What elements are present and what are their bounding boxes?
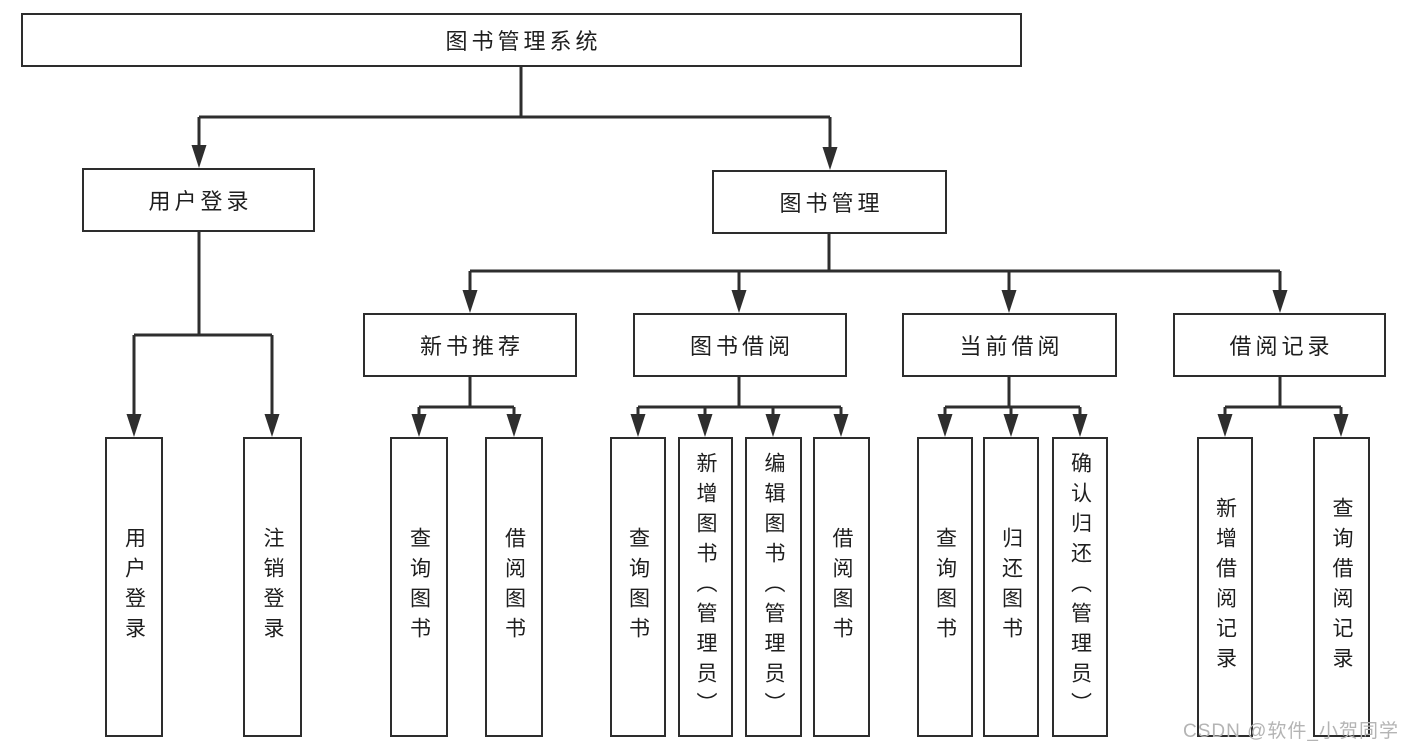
leaf-logout: 注销登录 [243,437,302,737]
leaf-edit-book-admin: 编辑图书（管理员） [745,437,802,737]
leaf-query-borrow-record: 查询借阅记录 [1313,437,1370,737]
node-borrow-records: 借阅记录 [1173,313,1386,377]
leaf-confirm-return-admin: 确认归还（管理员） [1052,437,1108,737]
leaf-query-books-borrow: 查询图书 [610,437,666,737]
csdn-watermark: CSDN @软件_小贺同学 [1183,721,1399,742]
connector-edges [132,66,1343,421]
connector-arrowheads [126,145,1349,437]
leaf-return-book: 归还图书 [983,437,1039,737]
leaf-borrow-books-recommend: 借阅图书 [485,437,543,737]
node-new-book-recommend: 新书推荐 [363,313,577,377]
leaf-query-books-recommend: 查询图书 [390,437,448,737]
node-current-borrow: 当前借阅 [902,313,1117,377]
leaf-add-borrow-record: 新增借阅记录 [1197,437,1253,737]
node-root: 图书管理系统 [21,13,1022,67]
node-user-login: 用户登录 [82,168,315,232]
leaf-borrow-books: 借阅图书 [813,437,870,737]
leaf-add-book-admin: 新增图书（管理员） [678,437,733,737]
leaf-user-login: 用户登录 [105,437,163,737]
leaf-query-books-current: 查询图书 [917,437,973,737]
node-book-management: 图书管理 [712,170,947,234]
node-book-borrow: 图书借阅 [633,313,847,377]
